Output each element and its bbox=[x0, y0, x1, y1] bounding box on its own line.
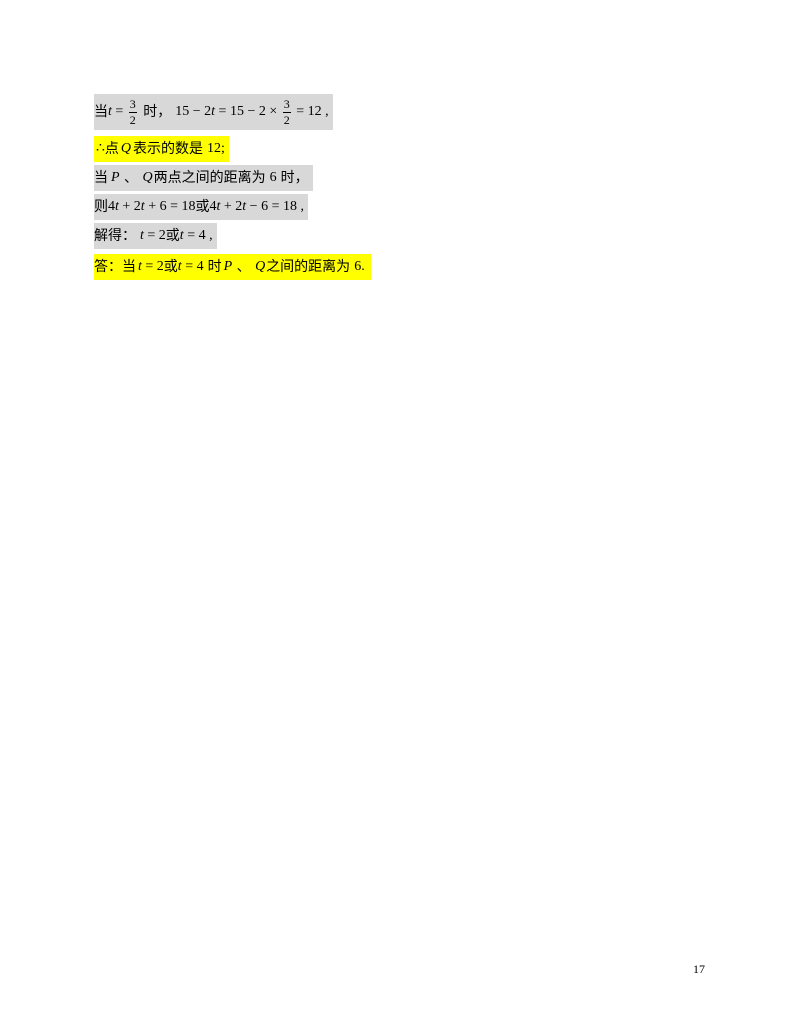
line6-eq2-var: t bbox=[177, 259, 182, 274]
solution-line-6: 答：当 t = 2 或 t = 4 时 P 、 Q 之间的距离为 6 . bbox=[94, 254, 371, 280]
line3-text3: 时， bbox=[280, 170, 309, 186]
fraction-1-denominator: 2 bbox=[129, 112, 136, 127]
line3-var-p: P bbox=[111, 170, 120, 185]
line6-separator: 、 bbox=[232, 259, 256, 275]
line6-text3: 之间的距离为 bbox=[266, 259, 351, 275]
line3-text1: 当 bbox=[94, 170, 108, 186]
solution-line-5: 解得： t = 2 或 t = 4 , bbox=[94, 223, 217, 249]
line4-eq2-t1: t bbox=[216, 199, 221, 214]
line1-expr1-var: t bbox=[211, 104, 216, 119]
line6-text2: 时 bbox=[207, 259, 222, 275]
line1-when-text: 时， bbox=[138, 104, 172, 120]
page-number: 17 bbox=[693, 962, 705, 976]
solution-line-3: 当 P 、 Q 两点之间的距离为 6 时， bbox=[94, 165, 313, 191]
line4-eq1-t1: t bbox=[115, 199, 119, 214]
solution-line-1: 当 t = 3 2 时， 15 − 2 t = 15 − 2 × 3 2 = 1… bbox=[94, 94, 333, 130]
line2-var-q: Q bbox=[120, 141, 132, 156]
line3-var-q: Q bbox=[142, 170, 153, 185]
fraction-2-denominator: 2 bbox=[283, 112, 290, 127]
line4-eq1-c: + 6 = 18 bbox=[144, 199, 196, 214]
line1-expr3: = 12 , bbox=[292, 104, 329, 119]
fraction-2-numerator: 3 bbox=[282, 96, 291, 113]
line6-value: 6 bbox=[354, 259, 362, 274]
line5-or-text: 或 bbox=[165, 228, 180, 244]
line6-var-p: P bbox=[223, 259, 233, 274]
line6-end: . bbox=[361, 259, 365, 274]
line2-text1: 点 bbox=[104, 141, 119, 157]
fraction-1-numerator: 3 bbox=[128, 96, 137, 113]
line4-eq2-b: + 2 bbox=[220, 199, 243, 214]
line4-eq1-a: 4 bbox=[108, 199, 115, 214]
line3-separator: 、 bbox=[119, 170, 143, 186]
line4-eq2-c: − 6 = 18 , bbox=[246, 199, 304, 214]
line5-eq2-var: t bbox=[179, 228, 184, 243]
line4-text1: 则 bbox=[94, 199, 108, 215]
line1-prefix: 当 bbox=[94, 104, 108, 120]
therefore-symbol: ∴ bbox=[96, 141, 105, 156]
line6-text1: 答：当 bbox=[94, 259, 136, 275]
line4-eq1-b: + 2 bbox=[118, 199, 141, 214]
line1-t-var: t bbox=[108, 104, 112, 119]
line6-or-text: 或 bbox=[163, 259, 178, 275]
line3-value: 6 bbox=[269, 170, 277, 185]
line5-eq1-rest: = 2 bbox=[143, 228, 166, 243]
line6-var-q: Q bbox=[255, 259, 266, 274]
line1-fraction-2: 3 2 bbox=[282, 96, 291, 127]
line4-eq2-t2: t bbox=[242, 199, 247, 214]
line1-eq: = bbox=[111, 104, 127, 119]
line5-eq1-var: t bbox=[140, 228, 144, 243]
line1-fraction-1: 3 2 bbox=[128, 96, 137, 127]
line2-text2: 表示的数是 bbox=[133, 141, 204, 157]
solution-line-2: ∴ 点 Q 表示的数是 12; bbox=[94, 136, 229, 162]
line5-eq2-rest: = 4 , bbox=[183, 228, 213, 243]
line1-expr1: 15 − 2 bbox=[175, 104, 212, 119]
line3-text2: 两点之间的距离为 bbox=[153, 170, 266, 186]
solution-line-4: 则 4 t + 2 t + 6 = 18 或 4 t + 2 t − 6 = 1… bbox=[94, 194, 308, 220]
line4-or-text: 或 bbox=[195, 199, 210, 215]
line6-eq1-rest: = 2 bbox=[141, 259, 164, 274]
line6-eq2-rest: = 4 bbox=[181, 259, 204, 274]
line6-eq1-var: t bbox=[138, 259, 142, 274]
line5-text1: 解得： bbox=[94, 228, 136, 244]
line1-expr2: = 15 − 2 × bbox=[215, 104, 281, 119]
line2-value: 12; bbox=[207, 141, 225, 156]
line4-eq2-a: 4 bbox=[209, 199, 217, 214]
line4-eq1-t2: t bbox=[140, 199, 145, 214]
